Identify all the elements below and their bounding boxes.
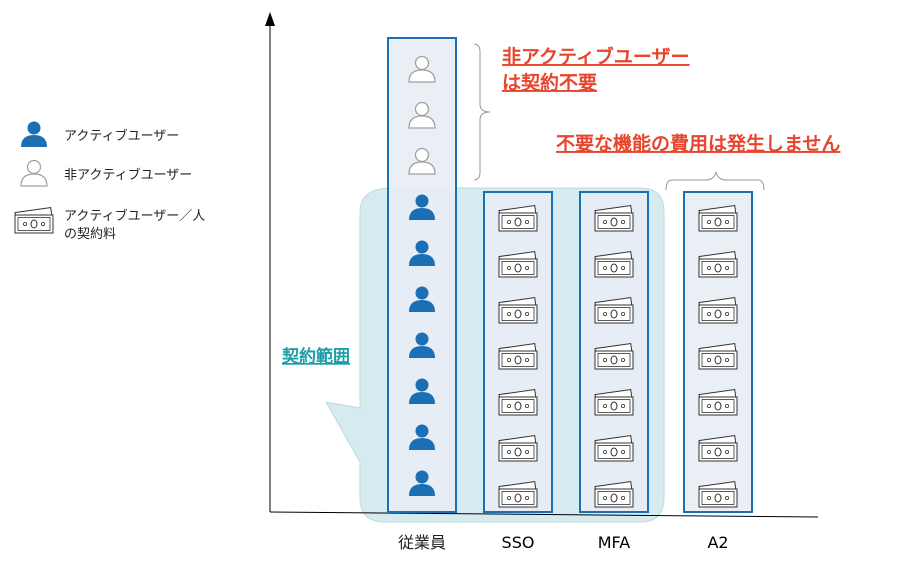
banknote-icon — [698, 297, 738, 324]
inactive-callout-line1: 非アクティブユーザー — [502, 45, 690, 68]
unneeded-brace — [665, 171, 765, 191]
banknote-icon — [594, 343, 634, 370]
banknote-icon — [498, 251, 538, 278]
banknote-icon — [498, 343, 538, 370]
banknote-icon — [698, 435, 738, 462]
banknote-icon — [498, 481, 538, 508]
inactive-callout-line2: は契約不要 — [502, 71, 597, 94]
banknote-icon — [498, 297, 538, 324]
unneeded-features-callout: 不要な機能の費用は発生しません — [556, 132, 840, 155]
banknote-icon — [14, 207, 54, 234]
banknote-icon — [698, 205, 738, 232]
legend-fee-line1: アクティブユーザー／人 — [64, 208, 205, 224]
banknote-icon — [698, 343, 738, 370]
legend-active-user: アクティブユーザー — [64, 128, 179, 144]
banknote-icon — [498, 389, 538, 416]
person-filled-icon — [21, 121, 47, 147]
banknote-icon — [594, 389, 634, 416]
contract-scope-label: 契約範囲 — [281, 346, 350, 367]
legend-fee-line2: の契約料 — [64, 227, 116, 242]
banknote-icon — [498, 205, 538, 232]
banknote-icon — [698, 481, 738, 508]
legend-inactive-user: 非アクティブユーザー — [64, 167, 192, 183]
employee-label: 従業員 — [398, 533, 446, 552]
banknote-icon — [594, 251, 634, 278]
banknote-icon — [498, 435, 538, 462]
sso-label: SSO — [502, 533, 535, 552]
banknote-icon — [698, 251, 738, 278]
banknote-icon — [594, 435, 634, 462]
banknote-icon — [594, 297, 634, 324]
a2-label: A2 — [707, 533, 728, 552]
axes — [265, 12, 819, 518]
banknote-icon — [698, 389, 738, 416]
legend: アクティブユーザー 非アクティブユーザー アクティブユーザー／人 の契約料 — [14, 121, 205, 242]
banknote-icon — [594, 481, 634, 508]
person-outline-icon — [20, 159, 48, 187]
mfa-label: MFA — [598, 533, 631, 552]
banknote-icon — [594, 205, 634, 232]
inactive-brace — [473, 43, 491, 181]
